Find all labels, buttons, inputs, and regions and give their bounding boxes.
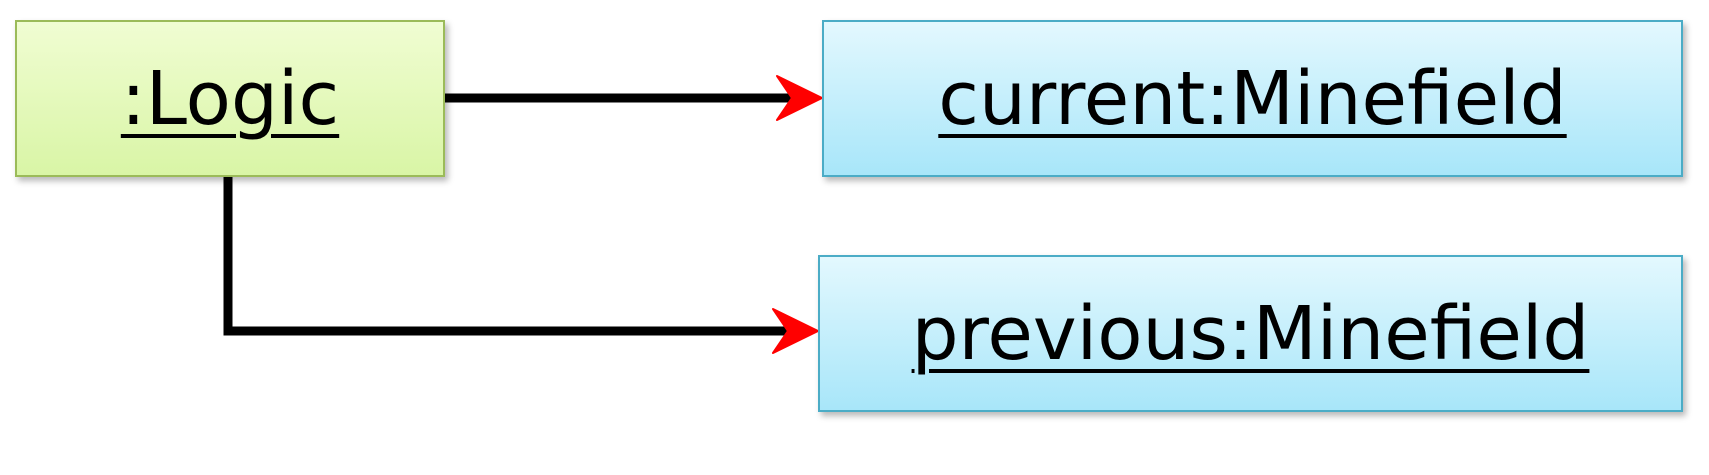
arrowhead-red-icon xyxy=(772,308,819,354)
logic-object-label: :Logic xyxy=(120,55,340,142)
previous-minefield-object-box[interactable]: previous:Minefield xyxy=(818,255,1683,412)
edge-logic-previous xyxy=(223,177,819,354)
connector-line-logic-previous xyxy=(223,177,791,336)
current-minefield-object-box[interactable]: current:Minefield xyxy=(822,20,1683,177)
previous-minefield-object-label: previous:Minefield xyxy=(911,290,1590,377)
logic-object-box[interactable]: :Logic xyxy=(15,20,445,177)
edge-logic-current xyxy=(445,75,823,121)
arrowhead-red-icon xyxy=(776,75,823,121)
current-minefield-object-label: current:Minefield xyxy=(938,55,1567,142)
